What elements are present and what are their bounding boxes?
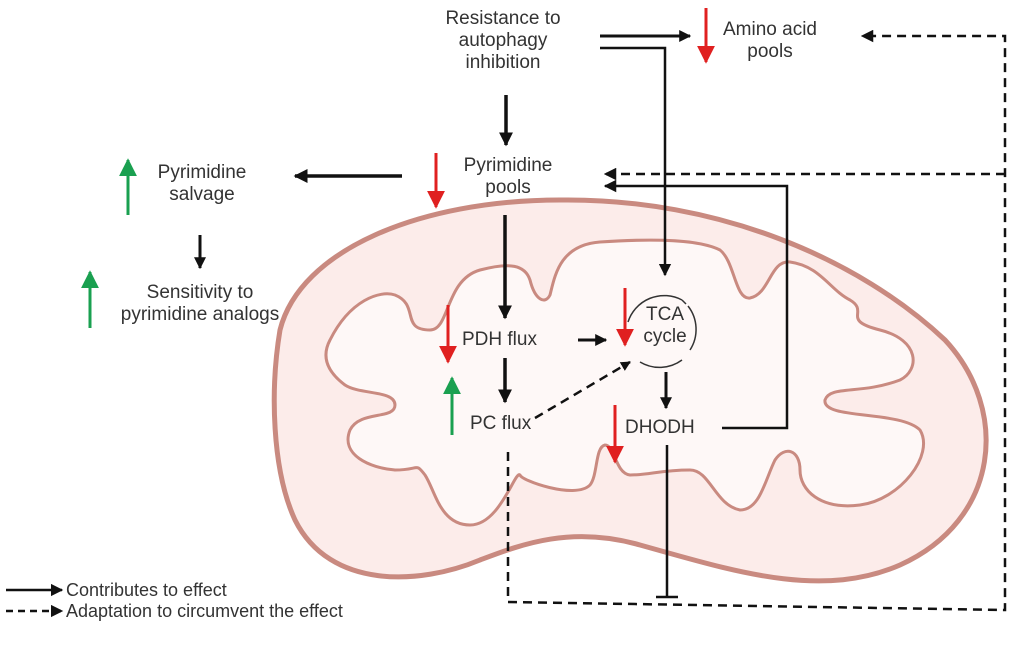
adapt-loop xyxy=(506,29,1007,612)
arrow-pc-to-tca xyxy=(534,360,631,420)
legend-dashed-label: Adaptation to circumvent the effect xyxy=(66,601,343,621)
node-tca-cycle: TCA cycle xyxy=(625,304,705,348)
node-amino-line1: Amino acid xyxy=(723,19,817,40)
node-tca-line2: cycle xyxy=(643,326,687,347)
node-pyrimidine-salvage: Pyrimidine salvage xyxy=(142,162,262,206)
node-resistance-line2: autophagy xyxy=(458,30,548,51)
node-tca-line1: TCA xyxy=(646,304,684,325)
node-pc-flux: PC flux xyxy=(470,413,532,434)
node-salvage-line2: salvage xyxy=(169,184,235,205)
node-sensitivity: Sensitivity to pyrimidine analogs xyxy=(100,282,300,326)
node-amino-line2: pools xyxy=(747,41,793,62)
node-pdh-flux: PDH flux xyxy=(462,329,537,350)
node-pools-line1: Pyrimidine xyxy=(463,155,553,176)
node-salvage-line1: Pyrimidine xyxy=(157,162,247,183)
mitochondrion xyxy=(271,197,989,584)
node-resistance: Resistance to autophagy inhibition xyxy=(408,8,598,74)
node-resistance-line3: inhibition xyxy=(465,52,541,73)
solid-connectors xyxy=(194,30,789,599)
node-pools-line2: pools xyxy=(485,177,531,198)
dashed-connectors xyxy=(506,29,1007,612)
node-sensitivity-line2: pyrimidine analogs xyxy=(120,304,280,325)
tca-cycle-icon xyxy=(627,294,697,369)
node-sensitivity-line1: Sensitivity to xyxy=(146,282,254,303)
legend-solid-label: Contributes to effect xyxy=(66,580,227,600)
node-dhodh: DHODH xyxy=(625,417,695,438)
arrow-resistance-to-tca xyxy=(600,46,672,277)
node-amino-acid-pools: Amino acid pools xyxy=(715,19,825,63)
node-resistance-line1: Resistance to xyxy=(445,8,561,29)
legend-lines xyxy=(6,583,64,618)
node-pyrimidine-pools: Pyrimidine pools xyxy=(448,155,568,199)
indicator-arrows xyxy=(81,8,715,464)
arrow-dhodh-to-pools xyxy=(603,179,789,430)
inner-membrane xyxy=(324,238,926,527)
